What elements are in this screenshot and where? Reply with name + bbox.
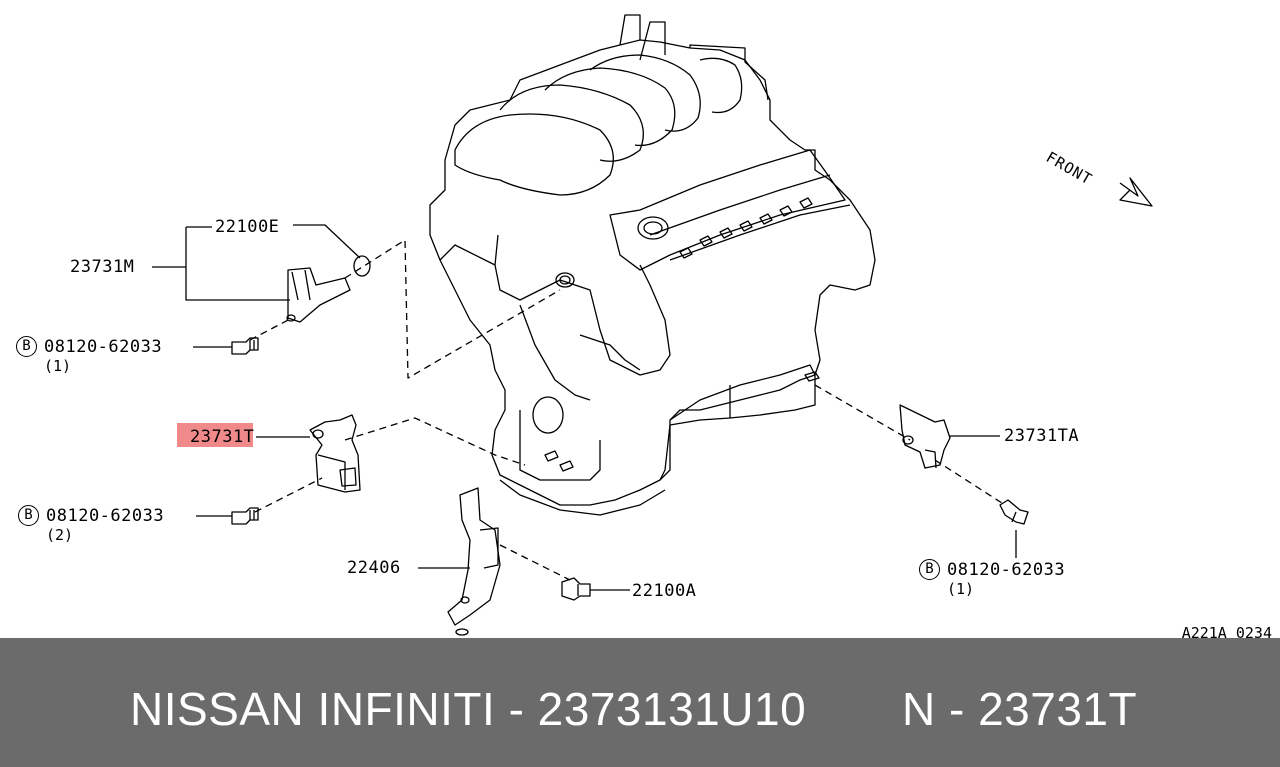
dashed-guides — [249, 239, 1006, 581]
callout-23731T: 23731T — [190, 427, 255, 447]
callout-bolt-2: 08120-62033 — [46, 506, 165, 526]
bolt-symbol-2: B — [18, 505, 39, 526]
sensor-23731M — [286, 255, 371, 323]
highlighted-part-marker — [177, 423, 253, 447]
parts-diagram: FRONT 22100E 23731M B 08120-62033 (1) 23… — [16, 14, 1272, 642]
bolt-22100A — [561, 577, 591, 601]
callout-23731TA: 23731TA — [1004, 426, 1080, 446]
engine-block — [429, 14, 876, 516]
bolt-symbol-1: B — [16, 336, 37, 357]
diagram-reference-code: A221A 0234 — [1181, 624, 1272, 642]
callout-bolt-1: 08120-62033 — [44, 337, 163, 357]
footer-brand-part-number: NISSAN INFINITI - 2373131U10 — [130, 683, 807, 735]
callout-22100E: 22100E — [215, 217, 280, 237]
bolt-3 — [999, 499, 1029, 525]
bolt-1 — [231, 337, 259, 355]
callout-bolt-3-qty: (1) — [947, 580, 975, 598]
callout-bolt-2-qty: (2) — [46, 526, 74, 544]
sensor-23731T — [309, 414, 361, 493]
callout-bolt-1-qty: (1) — [44, 357, 72, 375]
footer-part-code: N - 23731T — [902, 683, 1138, 735]
callout-23731M: 23731M — [70, 257, 135, 277]
front-arrow-icon — [1119, 177, 1153, 207]
bolt-2 — [231, 507, 259, 525]
engine-line-drawing — [152, 14, 1153, 636]
sensor-23731TA — [899, 404, 951, 469]
bolt-symbol-3: B — [919, 559, 940, 580]
footer-banner: NISSAN INFINITI - 2373131U10 N - 23731T — [0, 638, 1280, 767]
callout-22406: 22406 — [347, 558, 401, 578]
bracket-22406 — [447, 487, 501, 636]
leader-lines — [152, 224, 1017, 591]
callout-bolt-3: 08120-62033 — [947, 560, 1066, 580]
callout-22100A: 22100A — [632, 581, 697, 601]
